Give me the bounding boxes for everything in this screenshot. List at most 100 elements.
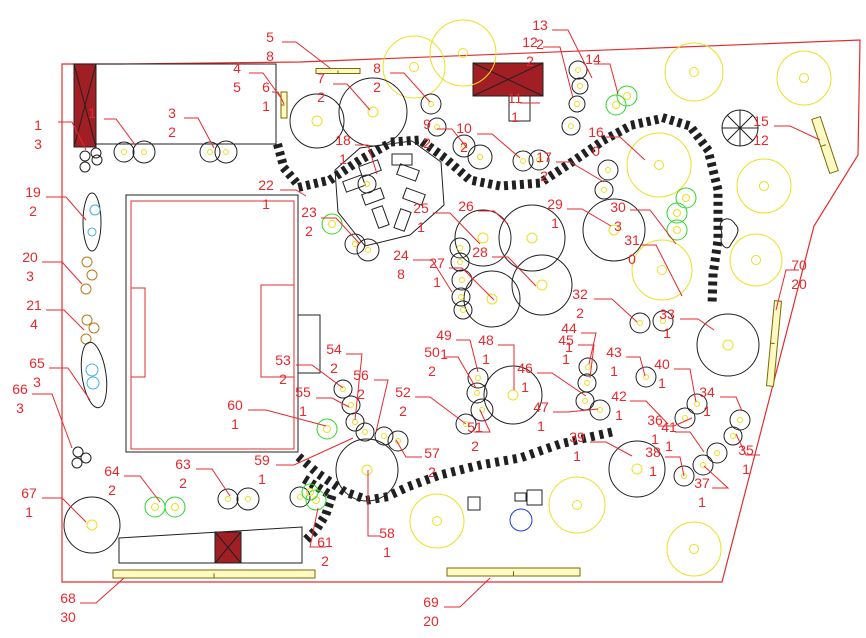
tree-canopy (132, 140, 156, 164)
stepping-stone (419, 137, 429, 148)
callout-number: 54 (326, 341, 342, 357)
tree-canopy (301, 483, 319, 501)
stepping-stone (381, 140, 390, 151)
tree-canopy (512, 150, 534, 172)
callout-quantity: 1 (742, 461, 750, 477)
tree-symbol (568, 95, 586, 113)
tree-trunk-marker (520, 158, 526, 164)
tree-trunk-marker (673, 209, 681, 217)
tree-canopy (723, 426, 743, 446)
stepping-stone (537, 445, 544, 456)
callout-number: 58 (379, 525, 395, 541)
tree-symbol (356, 238, 380, 262)
callout-quantity: 1 (433, 274, 441, 290)
pavilion-seat (402, 187, 426, 206)
tree-symbol (578, 357, 598, 377)
tree-trunk-marker (486, 293, 498, 305)
tree-symbol (289, 93, 345, 149)
callout-number: 26 (458, 198, 474, 214)
callout-quantity: 1 (551, 215, 559, 231)
court-area-right (260, 284, 295, 378)
callout-leader (249, 72, 282, 99)
stepping-stone (415, 477, 423, 488)
tree-trunk-marker (605, 167, 611, 173)
callout-leader (675, 431, 705, 453)
tree-symbol (470, 398, 494, 422)
stepping-stone (414, 135, 420, 145)
tree-trunk-marker (700, 462, 706, 468)
tree-canopy (666, 219, 688, 241)
shrub (72, 446, 84, 458)
callout-number: 17 (536, 149, 552, 165)
callout-number: 28 (472, 244, 488, 260)
callout-quantity: 2 (179, 475, 187, 491)
planter-box (526, 489, 543, 506)
tree-trunk-marker (297, 494, 303, 500)
callout-leader (433, 212, 481, 245)
tree-trunk-marker (643, 374, 649, 380)
tree-canopy (776, 50, 832, 106)
tree-trunk-marker (475, 375, 481, 381)
stepping-stone (495, 180, 501, 191)
tree-symbol (338, 77, 408, 147)
stepping-stone (503, 455, 509, 466)
tree-symbol (664, 42, 724, 102)
callout-quantity: 2 (168, 124, 176, 140)
tree-symbol (450, 252, 470, 272)
callout-quantity: 2 (576, 305, 584, 321)
callout-number: 43 (606, 344, 622, 360)
callout-quantity: 2 (460, 139, 468, 155)
tree-canopy (357, 174, 377, 194)
callout-quantity: 8 (397, 266, 405, 282)
callout-number: 67 (21, 485, 37, 501)
tree-symbol (528, 149, 550, 171)
callout-number: 1 (88, 105, 96, 121)
tree-symbol (217, 488, 239, 510)
stepping-stone (589, 431, 596, 442)
callout-number: 61 (317, 534, 333, 550)
tree-symbol (463, 270, 521, 328)
callout-number: 21 (26, 297, 42, 313)
tree-canopy (511, 254, 573, 316)
callout-leader (537, 372, 587, 397)
stepping-stone (668, 115, 676, 126)
callout-quantity: 2 (330, 360, 338, 376)
planter-box (514, 492, 527, 502)
callout-leader (478, 210, 509, 225)
stepping-stone (407, 480, 414, 491)
callout-number: 10 (456, 120, 472, 136)
tree-trunk-marker (637, 320, 643, 326)
stepping-stone (574, 152, 583, 163)
stepping-stone (600, 134, 609, 145)
tree-trunk-marker (306, 488, 314, 496)
callout-number: 42 (611, 388, 627, 404)
stepping-stone (383, 492, 389, 502)
callout-number: 45 (558, 332, 574, 348)
callout-leader (552, 29, 593, 79)
tree-symbol (344, 233, 366, 255)
stepping-stone (702, 144, 713, 154)
callout-quantity: 2 (536, 36, 544, 52)
tree-trunk-marker (730, 433, 736, 439)
tree-canopy (568, 60, 588, 80)
callout-quantity: 1 (262, 196, 270, 212)
stepping-stone (540, 174, 550, 185)
parasol-rib (726, 114, 741, 129)
callout-leader (355, 144, 378, 175)
tree-trunk-marker (459, 277, 465, 283)
tree-trunk-marker (575, 67, 581, 73)
tree-trunk-marker (151, 503, 159, 511)
callout-leader (578, 344, 595, 379)
callout-number: 16 (588, 124, 604, 140)
stepping-stone (432, 471, 440, 482)
tree-symbol (686, 393, 708, 415)
callout-leader (46, 309, 85, 331)
stepping-stone (545, 442, 553, 453)
tree-trunk-marker (245, 496, 251, 502)
tree-trunk-marker (311, 115, 323, 127)
callout-quantity: 12 (753, 132, 769, 148)
tree-symbol (626, 132, 692, 198)
tree-canopy (338, 77, 408, 147)
pavilion-seat (393, 208, 412, 232)
tree-canopy (666, 202, 688, 224)
